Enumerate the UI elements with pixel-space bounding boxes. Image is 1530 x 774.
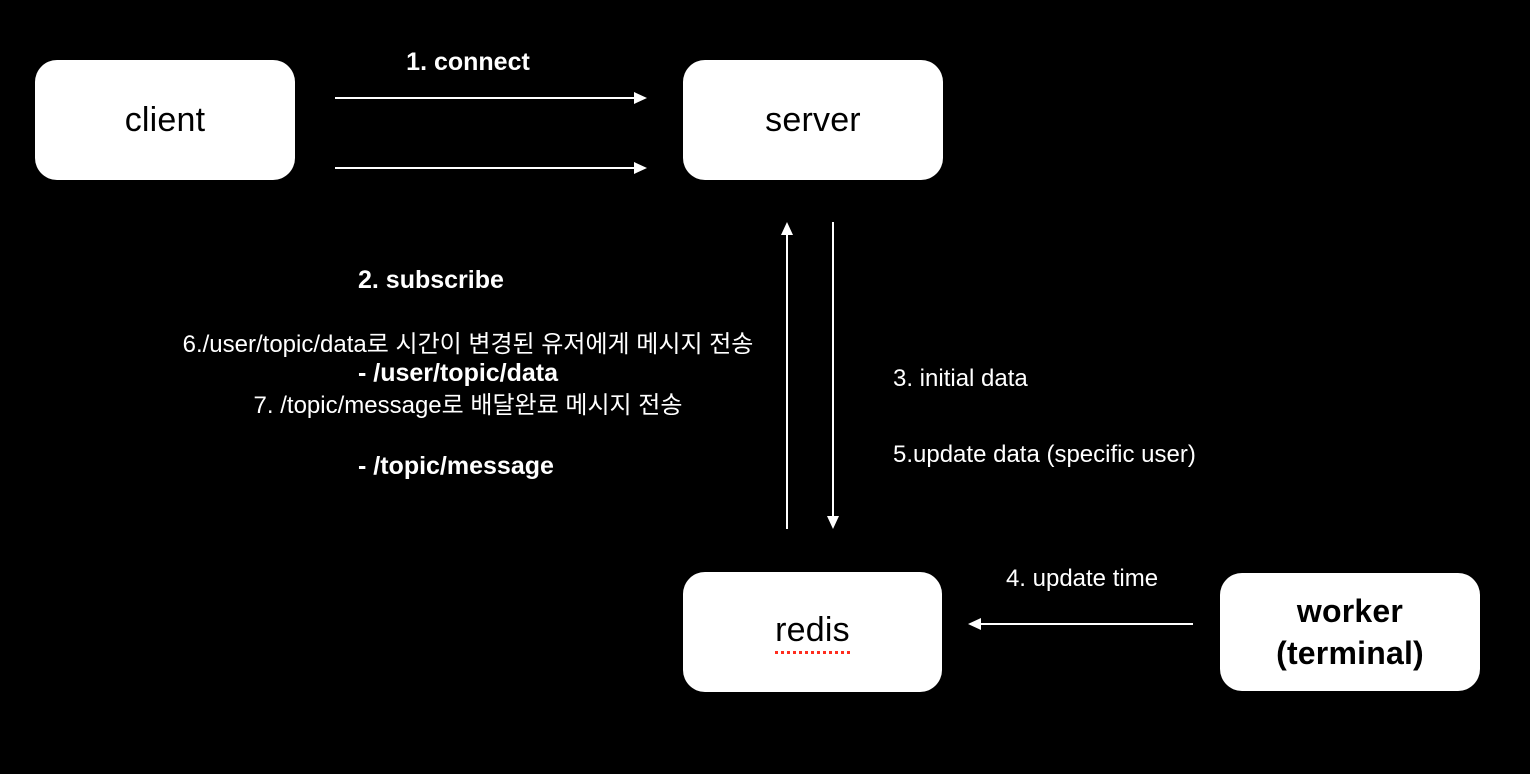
server-to-redis-arrow [827,222,839,529]
node-client: client [35,60,295,180]
node-server-label: server [765,100,861,139]
label-update-time: 4. update time [1005,565,1159,592]
label-subscribe: 2. subscribe - /user/topic/data - /topic… [358,203,558,544]
arrowhead-right-icon [634,92,647,104]
node-worker-label-line1: worker [1296,593,1404,629]
label-connect: 1. connect [406,48,530,76]
arrowhead-right-icon [634,162,647,174]
label-user-topic-data-send: 6./user/topic/data로 시간이 변경된 유저에게 메시지 전송 [182,331,754,358]
label-subscribe-line1: 2. subscribe [358,266,504,294]
node-worker-label-line2: (terminal) [1276,635,1424,671]
node-worker: worker (terminal) [1220,573,1480,691]
arrowhead-up-icon [781,222,793,235]
node-redis: redis [683,572,942,692]
node-client-label: client [124,100,206,139]
subscribe-arrow [335,162,647,174]
update-time-arrow [968,618,1193,630]
connect-arrow [335,92,647,104]
label-topic-message-send: 7. /topic/message로 배달완료 메시지 전송 [253,392,683,419]
label-initial-data: 3. initial data [893,365,1028,392]
arrowhead-down-icon [827,516,839,529]
label-subscribe-line2: - /user/topic/data [358,359,559,387]
label-update-data: 5.update data (specific user) [893,441,1196,468]
node-redis-label: redis [775,611,850,654]
node-server: server [683,60,943,180]
redis-to-server-arrow [781,222,793,529]
label-subscribe-line3: - /topic/message [358,452,554,480]
arrowhead-left-icon [968,618,981,630]
